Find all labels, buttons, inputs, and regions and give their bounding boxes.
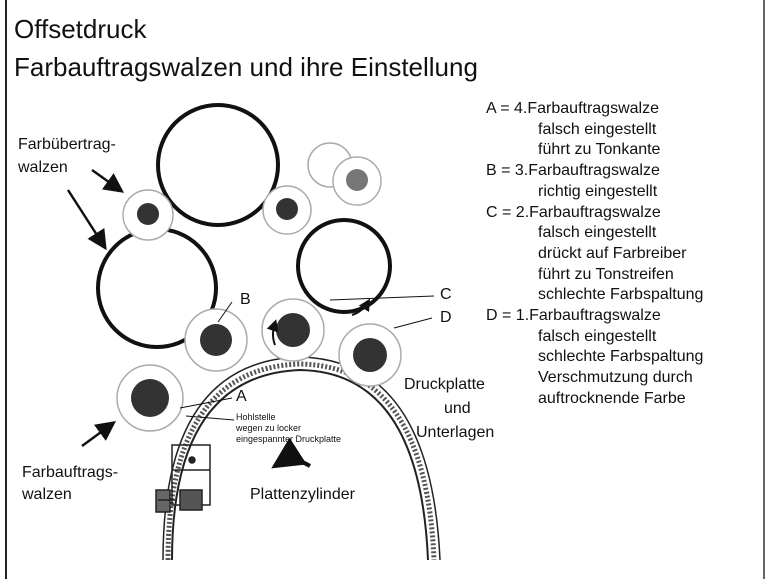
legend-A-line: falsch eingestellt — [538, 120, 657, 138]
legend-A-head: A = 4.Farbauftragswalze — [486, 100, 659, 117]
label-farbauftrag-line2: walzen — [22, 486, 72, 503]
label-druckplatte-line2: und — [444, 400, 471, 417]
leader-D — [393, 317, 433, 329]
label-hohlstelle-line3: eingespannter Druckplatte — [236, 434, 342, 444]
leader-C — [329, 295, 435, 301]
legend: A = 4.Farbauftragswalze falsch eingestel… — [486, 99, 703, 410]
label-hohlstelle-line1: Hohlstelle — [236, 412, 276, 422]
form-roller-C-core — [276, 313, 310, 347]
label-roller-B: B — [240, 291, 251, 308]
leader-hohlstelle — [185, 415, 235, 421]
legend-D-line: schlechte Farbspaltung — [538, 348, 704, 366]
label-farbuebertrag-line1: Farbübertrag- — [18, 136, 116, 153]
legend-D-line: auftrocknende Farbe — [538, 389, 686, 407]
label-roller-C: C — [440, 286, 452, 303]
form-roller-B-core — [200, 324, 232, 356]
legend-C-line: schlechte Farbspaltung — [538, 286, 704, 304]
label-druckplatte-line3: Unterlagen — [416, 424, 495, 441]
transfer-roller-top — [156, 103, 280, 227]
legend-D-line: Verschmutzung durch — [538, 369, 693, 387]
rotation-arrow-C — [266, 319, 279, 346]
label-druckplatte-line1: Druckplatte — [404, 376, 485, 393]
legend-D-head: D = 1.Farbauftragswalze — [486, 307, 661, 325]
label-farbauftrag-line1: Farbauftrags- — [22, 464, 119, 481]
legend-C-line: drückt auf Farbreiber — [538, 244, 687, 262]
rotation-arrow-cylinder — [271, 437, 312, 469]
printing-plate-outer — [162, 356, 441, 561]
legend-A-line: führt zu Tonkante — [538, 141, 661, 159]
page-subtitle: Farbauftragswalzen und ihre Einstellung — [14, 52, 478, 82]
leader-A — [179, 397, 233, 409]
form-roller-A-core — [131, 379, 169, 417]
plate-cylinder — [171, 368, 429, 561]
arrow-uebertrag-1 — [91, 168, 125, 193]
right-border — [763, 0, 765, 579]
label-farbuebertrag-line2: walzen — [18, 159, 68, 176]
left-border — [5, 0, 7, 579]
arrow-auftrag — [81, 421, 117, 448]
legend-B-line: richtig eingestellt — [538, 182, 658, 200]
arrow-uebertrag-2 — [66, 189, 107, 251]
leader-B — [217, 301, 233, 323]
legend-C-line: falsch eingestellt — [538, 224, 657, 242]
legend-C-head: C = 2.Farbauftragswalze — [486, 203, 661, 221]
rotation-arrow-right-roller — [351, 298, 371, 316]
legend-B-head: B = 3.Farbauftragswalze — [486, 162, 660, 180]
page-title: Offsetdruck — [14, 14, 147, 44]
small-roller-4-core — [346, 169, 368, 191]
label-hohlstelle-line2: wegen zu locker — [236, 423, 302, 433]
legend-C-line: führt zu Tonstreifen — [538, 265, 674, 283]
form-roller-D-core — [353, 338, 387, 372]
legend-D-line: falsch eingestellt — [538, 327, 657, 345]
label-plattenzylinder: Plattenzylinder — [250, 486, 355, 503]
small-roller-1-core — [137, 203, 159, 225]
plate-clamp — [155, 444, 211, 513]
transfer-roller-right — [296, 218, 392, 314]
label-roller-A: A — [236, 388, 247, 405]
label-roller-D: D — [440, 309, 452, 326]
small-roller-2-core — [276, 198, 298, 220]
